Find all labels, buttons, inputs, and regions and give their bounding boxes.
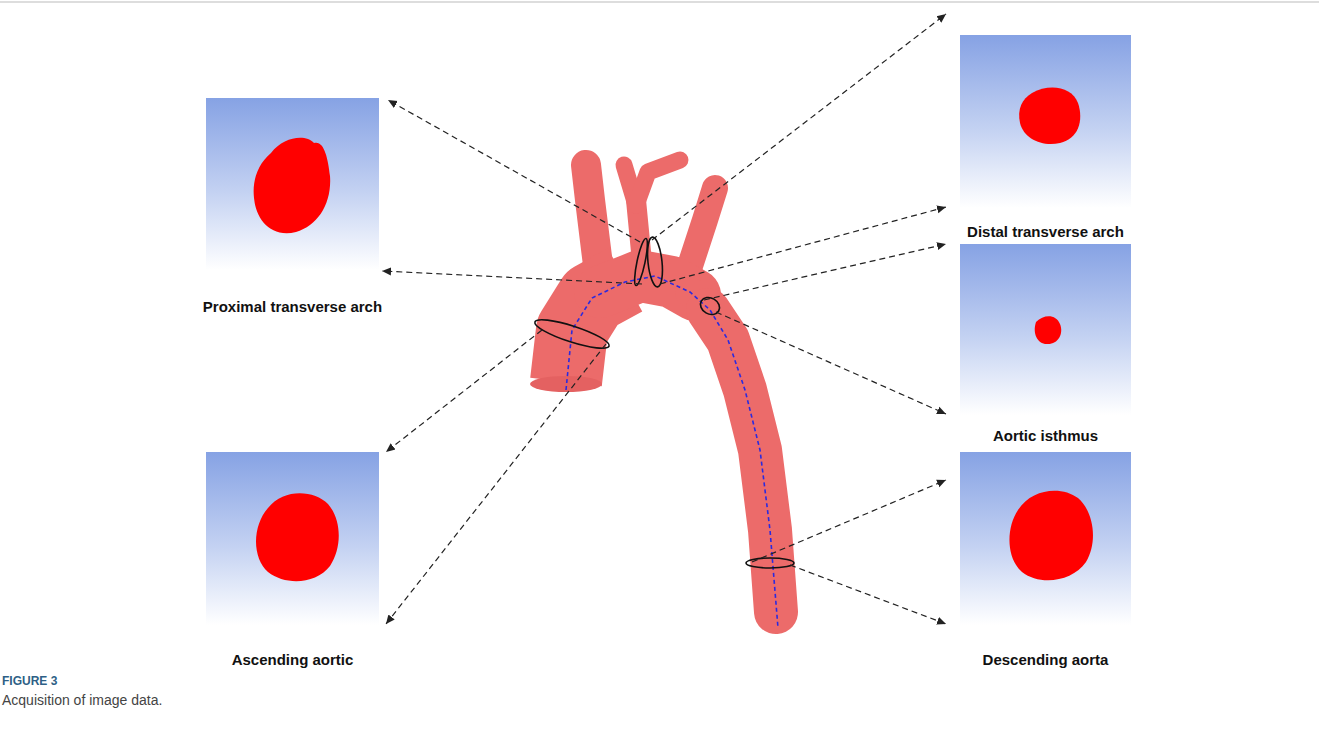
figure-number: FIGURE 3 — [2, 674, 57, 688]
cross-section-panel: Proximal transverse arch — [206, 98, 379, 270]
section-rings — [532, 236, 794, 568]
cross-section-panel: Aortic isthmus — [960, 244, 1131, 415]
section-image — [206, 452, 379, 625]
lumen-section — [1019, 88, 1080, 144]
leader-arrows — [382, 14, 946, 624]
section-label: Distal transverse arch — [967, 223, 1124, 240]
centerline — [566, 276, 778, 628]
section-image — [960, 452, 1131, 625]
cross-section-panel: Ascending aortic — [206, 452, 379, 625]
lumen-section — [256, 493, 339, 581]
section-label: Descending aorta — [983, 651, 1109, 668]
section-label: Ascending aortic — [232, 651, 354, 668]
section-label: Aortic isthmus — [993, 427, 1098, 444]
section-image — [206, 98, 379, 270]
lumen-section — [1009, 491, 1093, 581]
figure-caption: Acquisition of image data. — [2, 692, 162, 708]
cross-section-panel: Distal transverse arch — [960, 35, 1131, 208]
top-rule — [0, 2, 1319, 3]
section-label: Proximal transverse arch — [203, 298, 382, 315]
section-image — [960, 244, 1131, 415]
section-image — [960, 35, 1131, 208]
lumen-section — [1035, 316, 1062, 344]
lumen-section — [254, 138, 331, 233]
cross-section-panel: Descending aorta — [960, 452, 1131, 625]
